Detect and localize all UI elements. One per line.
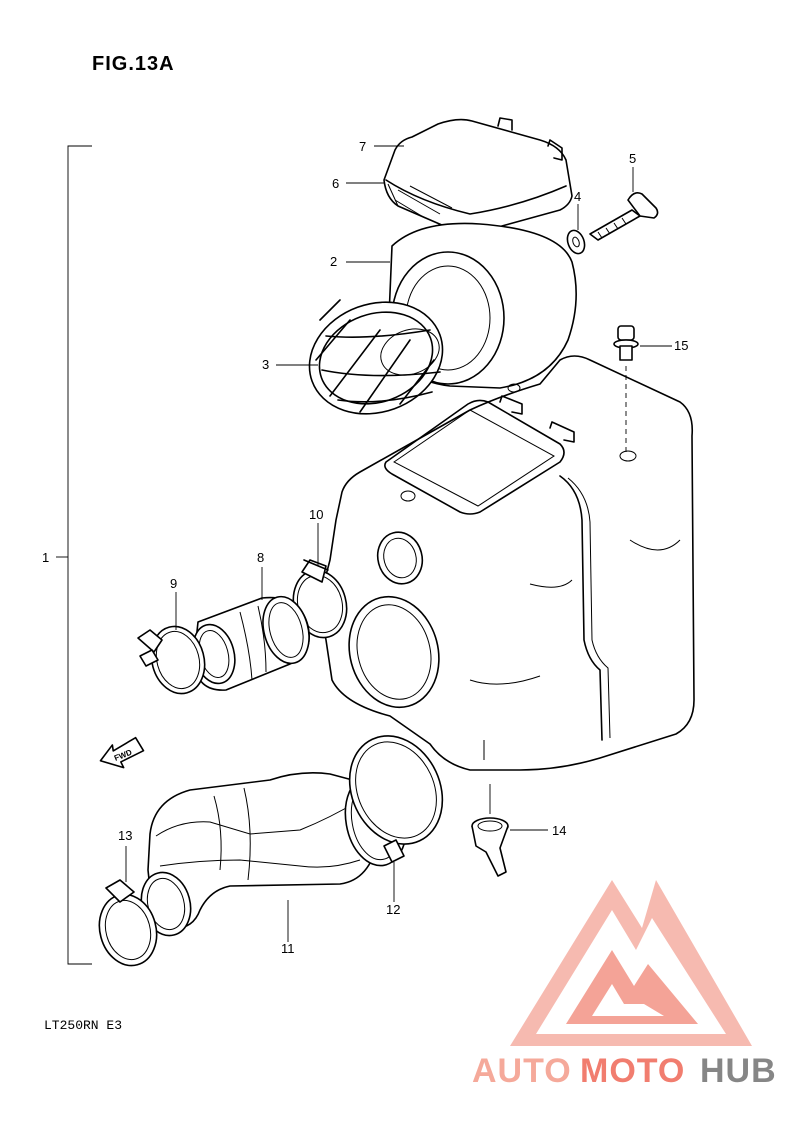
- watermark-logo: AUTO MOTO HUB: [472, 880, 777, 1090]
- callout-4: 4: [574, 189, 581, 204]
- part-4-washer: [566, 229, 586, 255]
- part-15-bolt: [613, 325, 639, 361]
- callout-13: 13: [118, 828, 132, 843]
- callout-14: 14: [552, 823, 566, 838]
- callout-7: 7: [359, 139, 366, 154]
- callout-15: 15: [674, 338, 688, 353]
- part-5-wing-bolt: [589, 192, 659, 241]
- callout-1: 1: [42, 550, 49, 565]
- callout-12: 12: [386, 902, 400, 917]
- part-13-clamp: [98, 879, 158, 967]
- part-9-clamp: [137, 625, 206, 695]
- callout-2: 2: [330, 254, 337, 269]
- part-3-filter-cage: [308, 299, 444, 415]
- callout-5: 5: [629, 151, 636, 166]
- callout-10: 10: [309, 507, 323, 522]
- watermark-word-3: HUB: [700, 1052, 777, 1090]
- leader-lines: [125, 145, 672, 942]
- part-14-drain: [471, 784, 509, 877]
- model-code: LT250RN E3: [44, 1018, 122, 1033]
- figure-title: FIG.13A: [92, 53, 175, 75]
- callout-9: 9: [170, 576, 177, 591]
- watermark-triangle-icon: [510, 880, 752, 1046]
- assembly-bracket: [56, 145, 92, 965]
- part-1-air-box: [322, 355, 695, 771]
- watermark-word-2: MOTO: [580, 1052, 685, 1090]
- callout-8: 8: [257, 550, 264, 565]
- watermark-word-1: AUTO: [472, 1052, 572, 1090]
- part-6-cover: [383, 117, 573, 235]
- callout-6: 6: [332, 176, 339, 191]
- callout-3: 3: [262, 357, 269, 372]
- part-12-clamp: [348, 735, 444, 863]
- callout-11: 11: [281, 941, 295, 956]
- part-8-inlet-tube: [192, 595, 310, 691]
- forward-arrow-icon: FWD: [99, 736, 145, 769]
- callout-labels: 1 2 3 4 5 6 7 8 9 10 11 12 13 14 15: [42, 139, 688, 956]
